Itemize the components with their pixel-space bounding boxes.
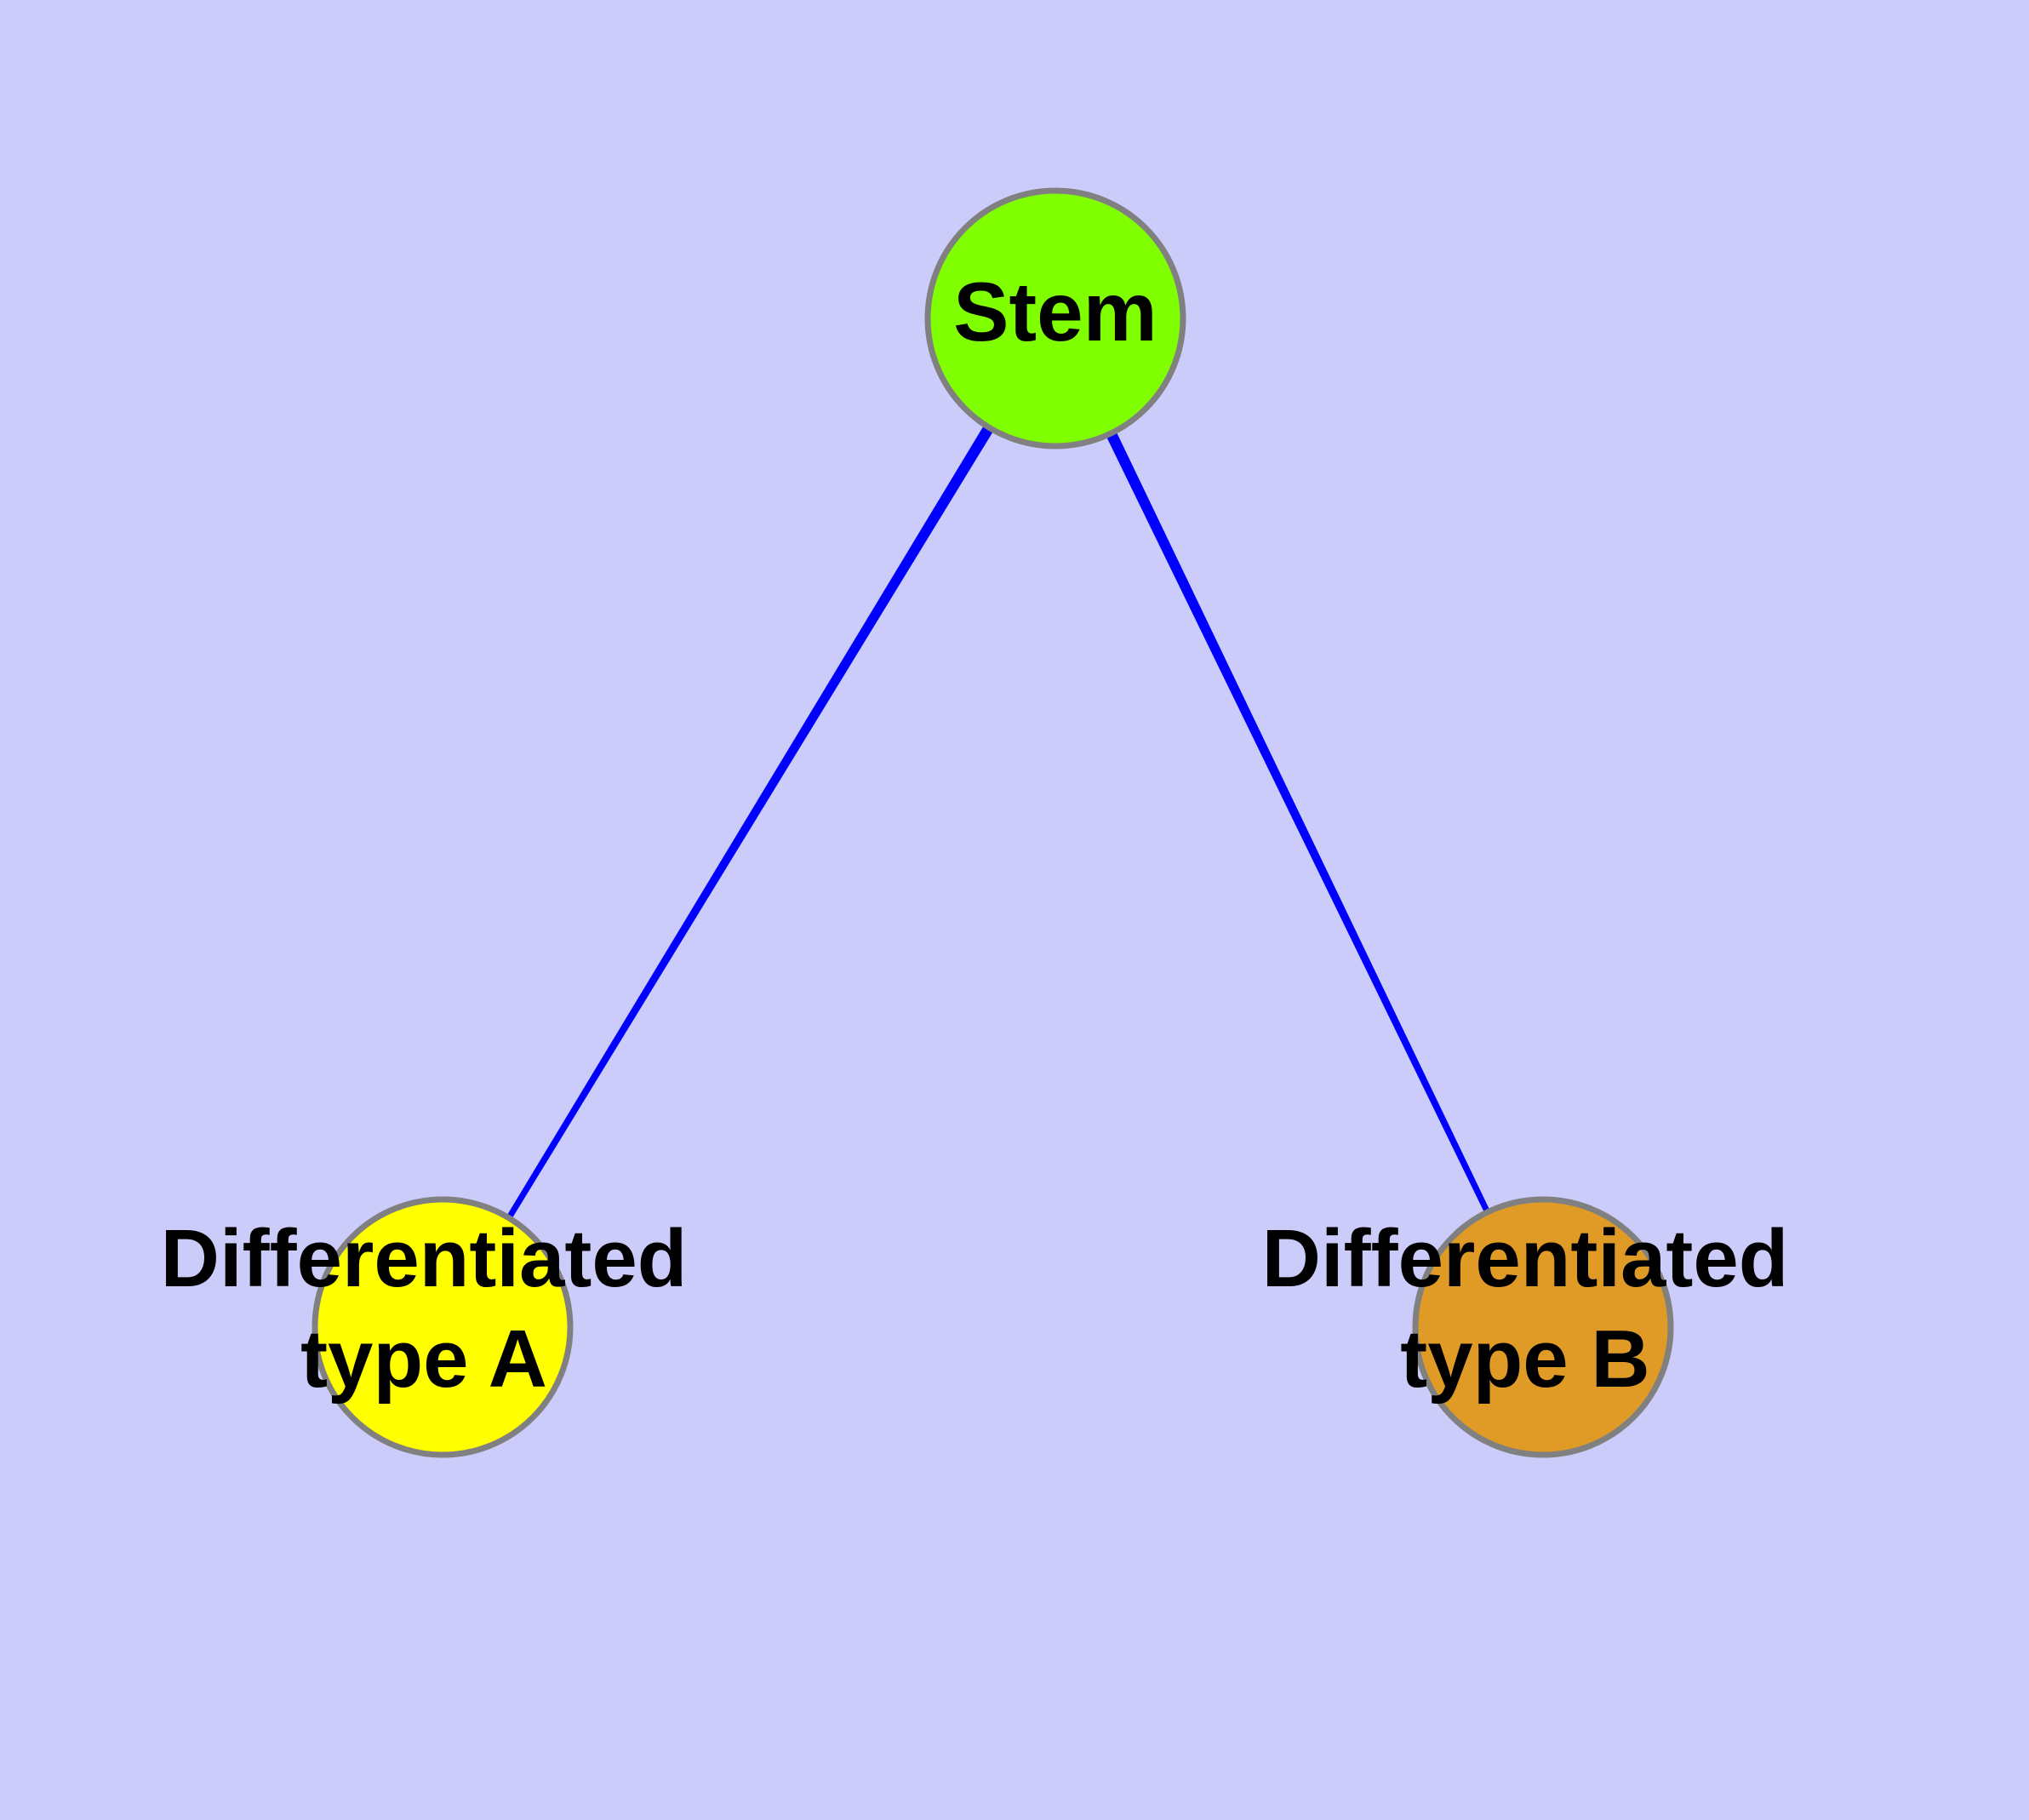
node-diff-b[interactable] bbox=[1412, 1196, 1674, 1458]
node-label-line: Stem bbox=[953, 265, 1157, 358]
node-label-line: Differentiated bbox=[1262, 1213, 1789, 1304]
edge-stem-to-diff-b bbox=[1106, 432, 1489, 1212]
node-label-stem: Stem bbox=[953, 265, 1157, 358]
edges-layer bbox=[506, 426, 1489, 1218]
node-diff-a[interactable] bbox=[311, 1196, 574, 1458]
edge-stem-to-diff-a bbox=[506, 426, 993, 1218]
node-label-line: Differentiated bbox=[161, 1213, 688, 1304]
node-stem[interactable] bbox=[924, 187, 1186, 449]
node-label-line: type A bbox=[300, 1313, 547, 1405]
node-label-line: type B bbox=[1400, 1313, 1649, 1405]
nodes-layer bbox=[311, 187, 1674, 1458]
